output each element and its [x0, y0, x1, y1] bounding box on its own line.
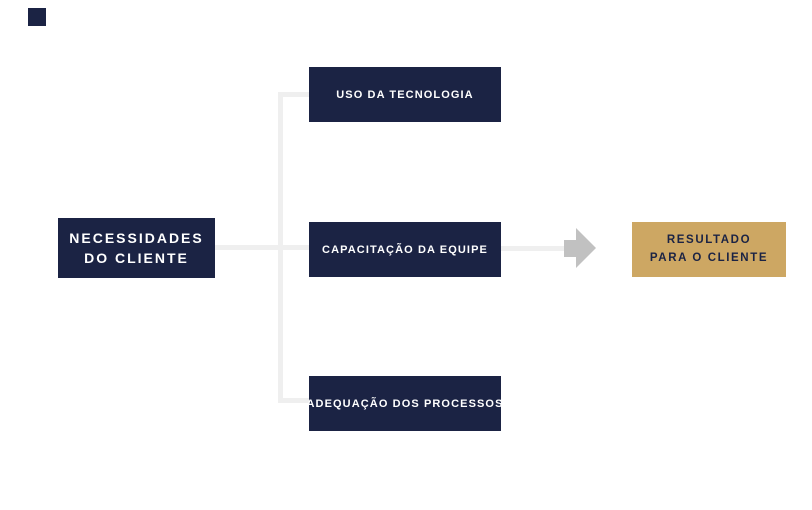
connector-branch-top — [278, 92, 309, 97]
connector-branch-bottom — [278, 398, 309, 403]
branch-node-label: ADEQUAÇÃO DOS PROCESSOS — [306, 397, 504, 410]
connector-source-to-middle — [215, 245, 309, 250]
result-node-label: RESULTADO PARA O CLIENTE — [649, 233, 769, 264]
source-node-necessidades-do-cliente: NECESSIDADES DO CLIENTE — [58, 218, 215, 278]
source-node-label: NECESSIDADES DO CLIENTE — [69, 229, 204, 266]
branch-node-label: USO DA TECNOLOGIA — [336, 88, 474, 101]
result-node-resultado-para-o-cliente: RESULTADO PARA O CLIENTE — [632, 222, 786, 277]
connector-middle-to-arrow — [501, 246, 564, 251]
branch-node-uso-da-tecnologia: USO DA TECNOLOGIA — [309, 67, 501, 122]
corner-square — [28, 8, 46, 26]
branch-node-capacitacao-da-equipe: CAPACITAÇÃO DA EQUIPE — [309, 222, 501, 277]
right-arrow-icon — [564, 228, 596, 269]
right-arrow-tail — [564, 240, 577, 257]
right-arrow-head — [576, 228, 596, 268]
branch-node-adequacao-dos-processos: ADEQUAÇÃO DOS PROCESSOS — [306, 376, 504, 431]
branch-node-label: CAPACITAÇÃO DA EQUIPE — [322, 243, 488, 256]
